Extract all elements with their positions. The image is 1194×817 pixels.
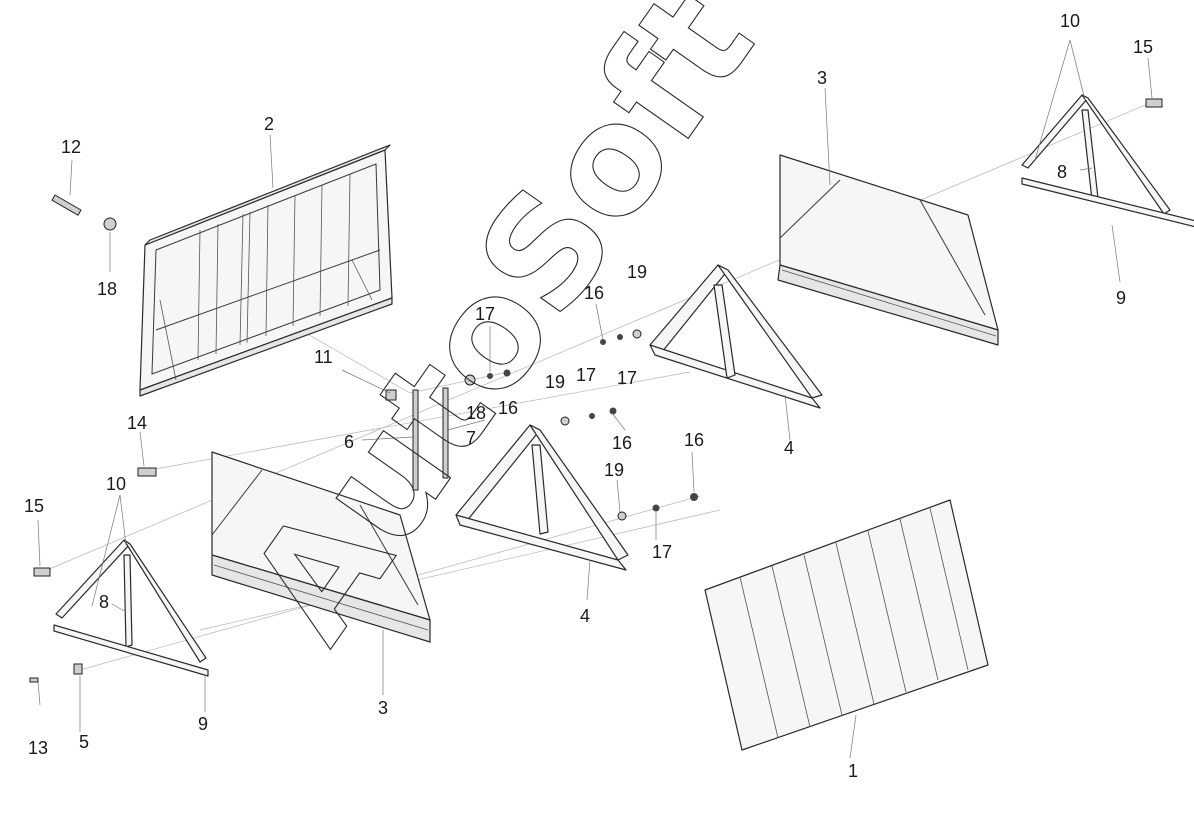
- callout-17-b: 17: [576, 365, 596, 385]
- callout-19-b: 19: [545, 372, 565, 392]
- callout-16-c: 16: [612, 433, 632, 453]
- sleeve-11: [385, 389, 397, 401]
- end-frame-right: [1021, 94, 1194, 228]
- callout-15-right: 15: [1133, 37, 1153, 57]
- callout-14: 14: [127, 413, 147, 433]
- callout-labels: 1 2 3 3 4 4 5 6 7 8 8 9 9 10 10 11 12 13…: [24, 11, 1153, 781]
- bolt-14: [137, 467, 157, 477]
- rod-6: [412, 389, 419, 491]
- callout-17-d: 17: [652, 542, 672, 562]
- side-frame-panel: [139, 144, 393, 397]
- callout-18-left: 18: [97, 279, 117, 299]
- callout-6: 6: [344, 432, 354, 452]
- callout-1: 1: [848, 761, 858, 781]
- callout-10-right: 10: [1060, 11, 1080, 31]
- callout-4-front: 4: [580, 606, 590, 626]
- bolt-15-left: [33, 567, 51, 577]
- callout-9-right: 9: [1116, 288, 1126, 308]
- callout-3-right: 3: [817, 68, 827, 88]
- callout-12: 12: [61, 137, 81, 157]
- floor-panel: [704, 499, 989, 751]
- callout-15-left: 15: [24, 496, 44, 516]
- callout-7: 7: [466, 428, 476, 448]
- gable-panel-right: [777, 154, 999, 346]
- callout-18-mid: 18: [466, 403, 486, 423]
- rod-7: [442, 387, 449, 479]
- truss-front: [455, 424, 629, 571]
- screw-13: [29, 677, 39, 683]
- callout-17-a: 17: [475, 304, 495, 324]
- callout-19-a: 19: [627, 262, 647, 282]
- truss-rear: [649, 264, 823, 409]
- callout-3-left: 3: [378, 698, 388, 718]
- bolt-15-right: [1145, 98, 1163, 108]
- hardware-parts: [29, 98, 1163, 683]
- callout-13: 13: [28, 738, 48, 758]
- gable-panel-left: [211, 451, 431, 643]
- leader-lines: [37, 39, 1153, 759]
- callout-8-left: 8: [99, 592, 109, 612]
- washer-18-mid: [464, 374, 476, 386]
- callout-2: 2: [264, 114, 274, 134]
- callout-17-c: 17: [617, 368, 637, 388]
- callout-9-left: 9: [198, 714, 208, 734]
- callout-4-rear: 4: [784, 438, 794, 458]
- callout-16-b: 16: [498, 398, 518, 418]
- washer-18-left: [103, 217, 117, 231]
- callout-8-right: 8: [1057, 162, 1067, 182]
- callout-10-left: 10: [106, 474, 126, 494]
- bolt-12: [51, 194, 82, 216]
- end-frame-left: [53, 539, 209, 677]
- callout-11: 11: [314, 347, 333, 367]
- callout-5: 5: [79, 732, 89, 752]
- callout-19-c: 19: [604, 460, 624, 480]
- callout-16-d: 16: [684, 430, 704, 450]
- callout-16-a: 16: [584, 283, 604, 303]
- bracket-5: [73, 663, 83, 675]
